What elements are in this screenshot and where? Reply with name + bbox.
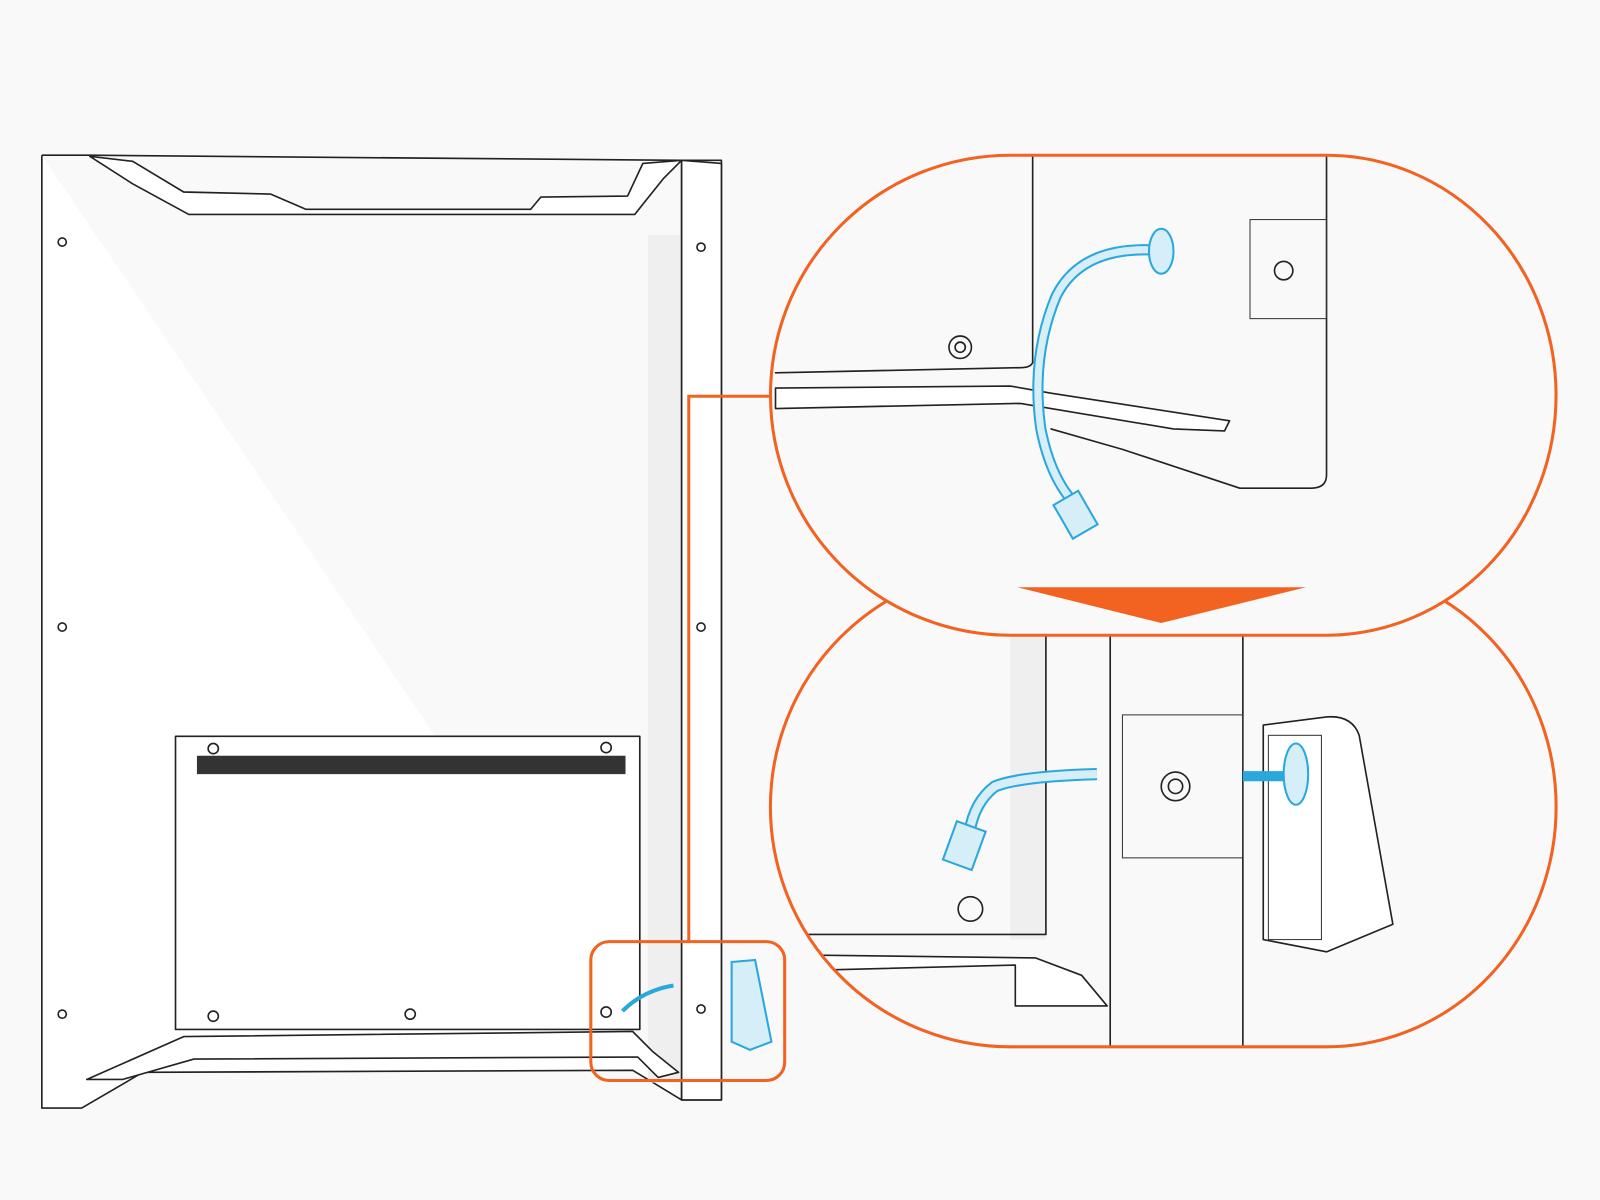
screw: [600, 1006, 613, 1019]
screw: [57, 237, 68, 247]
top-frame: [88, 155, 683, 216]
grommet: [1147, 227, 1175, 275]
detail-before: [768, 153, 1558, 637]
screw: [207, 1010, 220, 1023]
screw: [696, 1004, 706, 1014]
callout-leader: [687, 394, 771, 942]
connector: [1052, 489, 1099, 541]
frame-foot: [795, 954, 1108, 1007]
screw: [57, 1009, 68, 1020]
panel-shade: [647, 234, 681, 1083]
panel-edge: [774, 155, 1328, 489]
detail-after: [768, 565, 1558, 1049]
bracket-opening: [1267, 734, 1322, 941]
screw: [957, 895, 984, 923]
small-cable: [621, 983, 674, 1013]
mount-plate: [1249, 219, 1328, 320]
screw: [696, 622, 706, 632]
screw: [207, 742, 220, 755]
frame-foot: [774, 385, 1231, 432]
vent-panel: [174, 735, 641, 1031]
vent-grille: [196, 755, 626, 775]
down-triangle-arrow-icon: [1017, 587, 1307, 623]
stud: [1273, 260, 1294, 281]
small-bracket: [730, 958, 773, 1051]
screw: [948, 335, 973, 360]
connector: [941, 819, 987, 872]
grommet: [1282, 742, 1310, 806]
screw: [696, 242, 706, 253]
screw: [600, 741, 613, 754]
screw: [404, 1008, 417, 1021]
mount-plate: [1121, 714, 1244, 859]
bottom-frame: [85, 1030, 680, 1081]
nut: [1160, 771, 1191, 802]
main-unit: [41, 154, 773, 1109]
screws: [57, 237, 706, 1023]
screw: [57, 622, 68, 632]
